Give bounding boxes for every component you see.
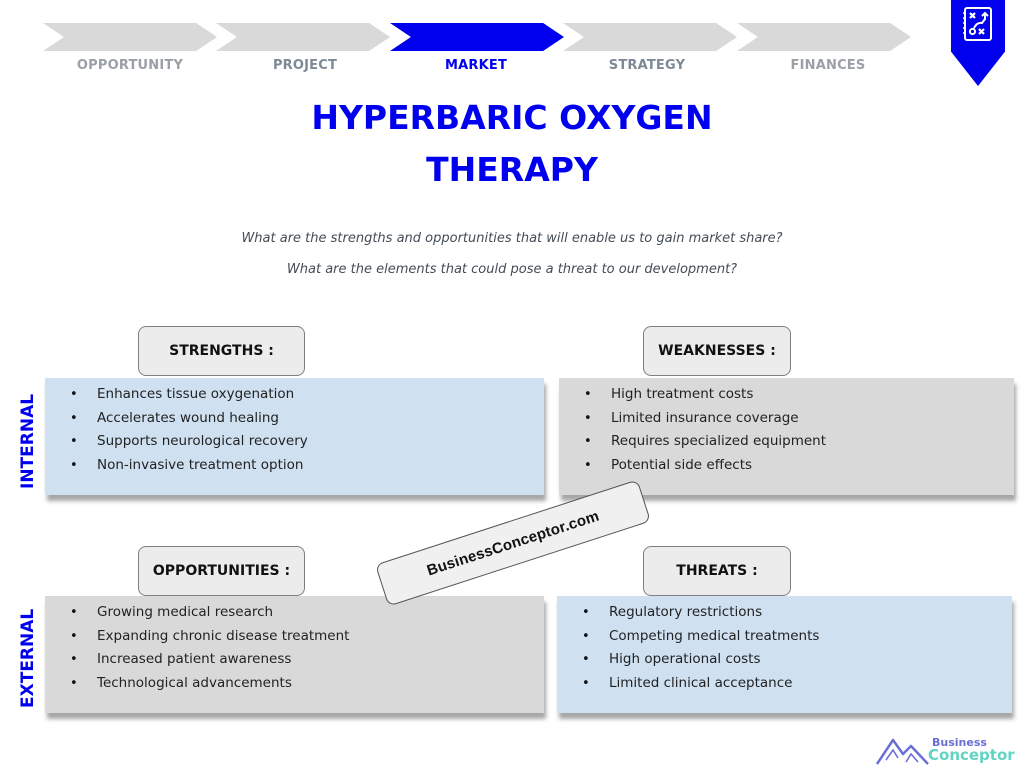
list-item: Supports neurological recovery <box>45 430 544 454</box>
logo-text-business: Business <box>932 736 987 749</box>
step-label-strategy[interactable]: STRATEGY <box>608 58 686 73</box>
list-item: Enhances tissue oxygenation <box>45 383 544 407</box>
step-label-market[interactable]: MARKET <box>444 58 508 73</box>
title-heading-text: HYPERBARIC OXYGEN THERAPY <box>302 92 722 196</box>
list-item: High operational costs <box>557 648 1012 672</box>
weaknesses-list: High treatment costs Limited insurance c… <box>559 378 1014 477</box>
list-item: Regulatory restrictions <box>557 601 1012 625</box>
threats-label: THREATS : <box>643 546 791 596</box>
step-chevron-market[interactable] <box>390 23 564 51</box>
list-item: Competing medical treatments <box>557 625 1012 649</box>
strengths-label: STRENGTHS : <box>138 326 305 376</box>
list-item: Requires specialized equipment <box>559 430 1014 454</box>
page-title: SWOT ANALYSIS HYPERBARIC OXYGEN THERAPY <box>0 92 1024 212</box>
quadrant-opportunities: Growing medical research Expanding chron… <box>45 596 544 713</box>
opportunities-list: Growing medical research Expanding chron… <box>45 596 544 695</box>
step-label-opportunity[interactable]: OPPORTUNITY <box>76 58 184 73</box>
question-2: What are the elements that could pose a … <box>286 262 738 277</box>
step-label-finances[interactable]: FINANCES <box>790 58 866 73</box>
step-chevron-strategy[interactable] <box>563 23 737 51</box>
step-chevron-opportunity[interactable] <box>43 23 217 51</box>
brand-logo[interactable]: Business Conceptor <box>876 736 1016 766</box>
list-item: Limited insurance coverage <box>559 407 1014 431</box>
step-label-project[interactable]: PROJECT <box>272 58 338 73</box>
list-item: Growing medical research <box>45 601 544 625</box>
strategy-playbook-icon <box>963 7 992 41</box>
quadrant-strengths: Enhances tissue oxygenation Accelerates … <box>45 378 544 495</box>
axis-label-internal: INTERNAL <box>18 393 38 489</box>
threats-list: Regulatory restrictions Competing medica… <box>557 596 1012 695</box>
step-chevron-finances[interactable] <box>737 23 911 51</box>
mountain-logo-icon <box>876 738 929 765</box>
question-1: What are the strengths and opportunities… <box>241 231 783 246</box>
progress-steps: OPPORTUNITY PROJECT MARKET STRATEGY FINA… <box>0 0 1024 80</box>
weaknesses-label: WEAKNESSES : <box>643 326 791 376</box>
list-item: Technological advancements <box>45 672 544 696</box>
list-item: Potential side effects <box>559 454 1014 478</box>
quadrant-threats: Regulatory restrictions Competing medica… <box>557 596 1012 713</box>
quadrant-weaknesses: High treatment costs Limited insurance c… <box>559 378 1014 495</box>
list-item: Non-invasive treatment option <box>45 454 544 478</box>
logo-text-conceptor: Conceptor <box>928 746 1015 764</box>
list-item: Limited clinical acceptance <box>557 672 1012 696</box>
step-chevron-project[interactable] <box>216 23 390 51</box>
list-item: Expanding chronic disease treatment <box>45 625 544 649</box>
strengths-list: Enhances tissue oxygenation Accelerates … <box>45 378 544 477</box>
list-item: Increased patient awareness <box>45 648 544 672</box>
opportunities-label: OPPORTUNITIES : <box>138 546 305 596</box>
watermark-badge: BusinessConceptor.com <box>374 479 652 607</box>
axis-label-external: EXTERNAL <box>18 608 38 708</box>
list-item: Accelerates wound healing <box>45 407 544 431</box>
list-item: High treatment costs <box>559 383 1014 407</box>
title-heading: HYPERBARIC OXYGEN THERAPY <box>0 92 1024 196</box>
